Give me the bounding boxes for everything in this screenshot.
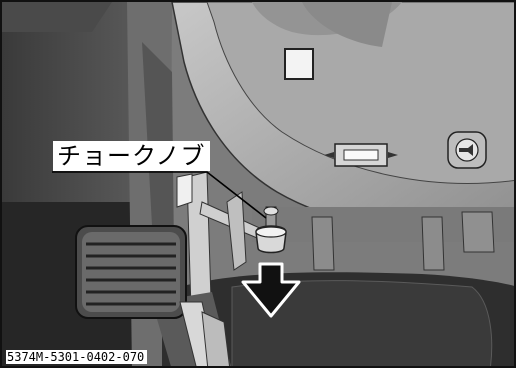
choke-knob-callout-label: チョークノブ [53,141,210,171]
figure-code: 5374M-5301-0402-070 [6,350,147,364]
square-lamp-icon [285,49,313,79]
